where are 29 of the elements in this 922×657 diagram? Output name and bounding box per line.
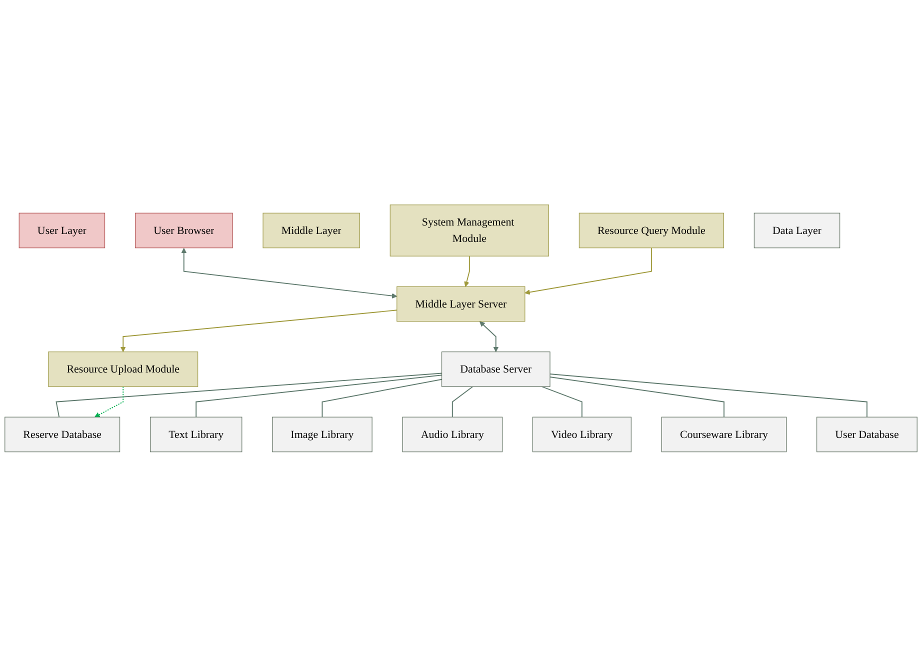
node-box: Courseware Library <box>661 416 787 452</box>
node-box: User Browser <box>134 212 233 248</box>
node-box: Audio Library <box>402 416 503 452</box>
node-box: Video Library <box>532 416 632 452</box>
node-box: Text Library <box>150 416 242 452</box>
connector <box>452 386 474 418</box>
arrow <box>524 248 652 295</box>
node-box: System Management Module <box>390 204 549 257</box>
connector <box>550 374 868 418</box>
node-box: Data Layer <box>754 212 840 248</box>
arrow <box>464 256 470 287</box>
node-box: Middle Layer <box>262 212 360 248</box>
arrow <box>181 248 398 299</box>
connector <box>56 372 442 418</box>
node-box: Middle Layer Server <box>396 286 526 322</box>
connector <box>196 374 442 418</box>
node-box: User Layer <box>18 212 106 248</box>
node-box: Resource Upload Module <box>48 352 198 388</box>
arrow <box>120 310 398 352</box>
node-box: User Database <box>816 416 918 452</box>
connector <box>541 386 582 418</box>
node-box: Image Library <box>272 416 372 452</box>
node-box: Database Server <box>441 352 550 388</box>
node-box: Reserve Database <box>4 416 120 452</box>
node-box: Resource Query Module <box>578 212 724 248</box>
arrow <box>94 386 124 418</box>
connector <box>322 379 442 418</box>
connector <box>550 376 724 418</box>
arrow <box>479 321 499 352</box>
